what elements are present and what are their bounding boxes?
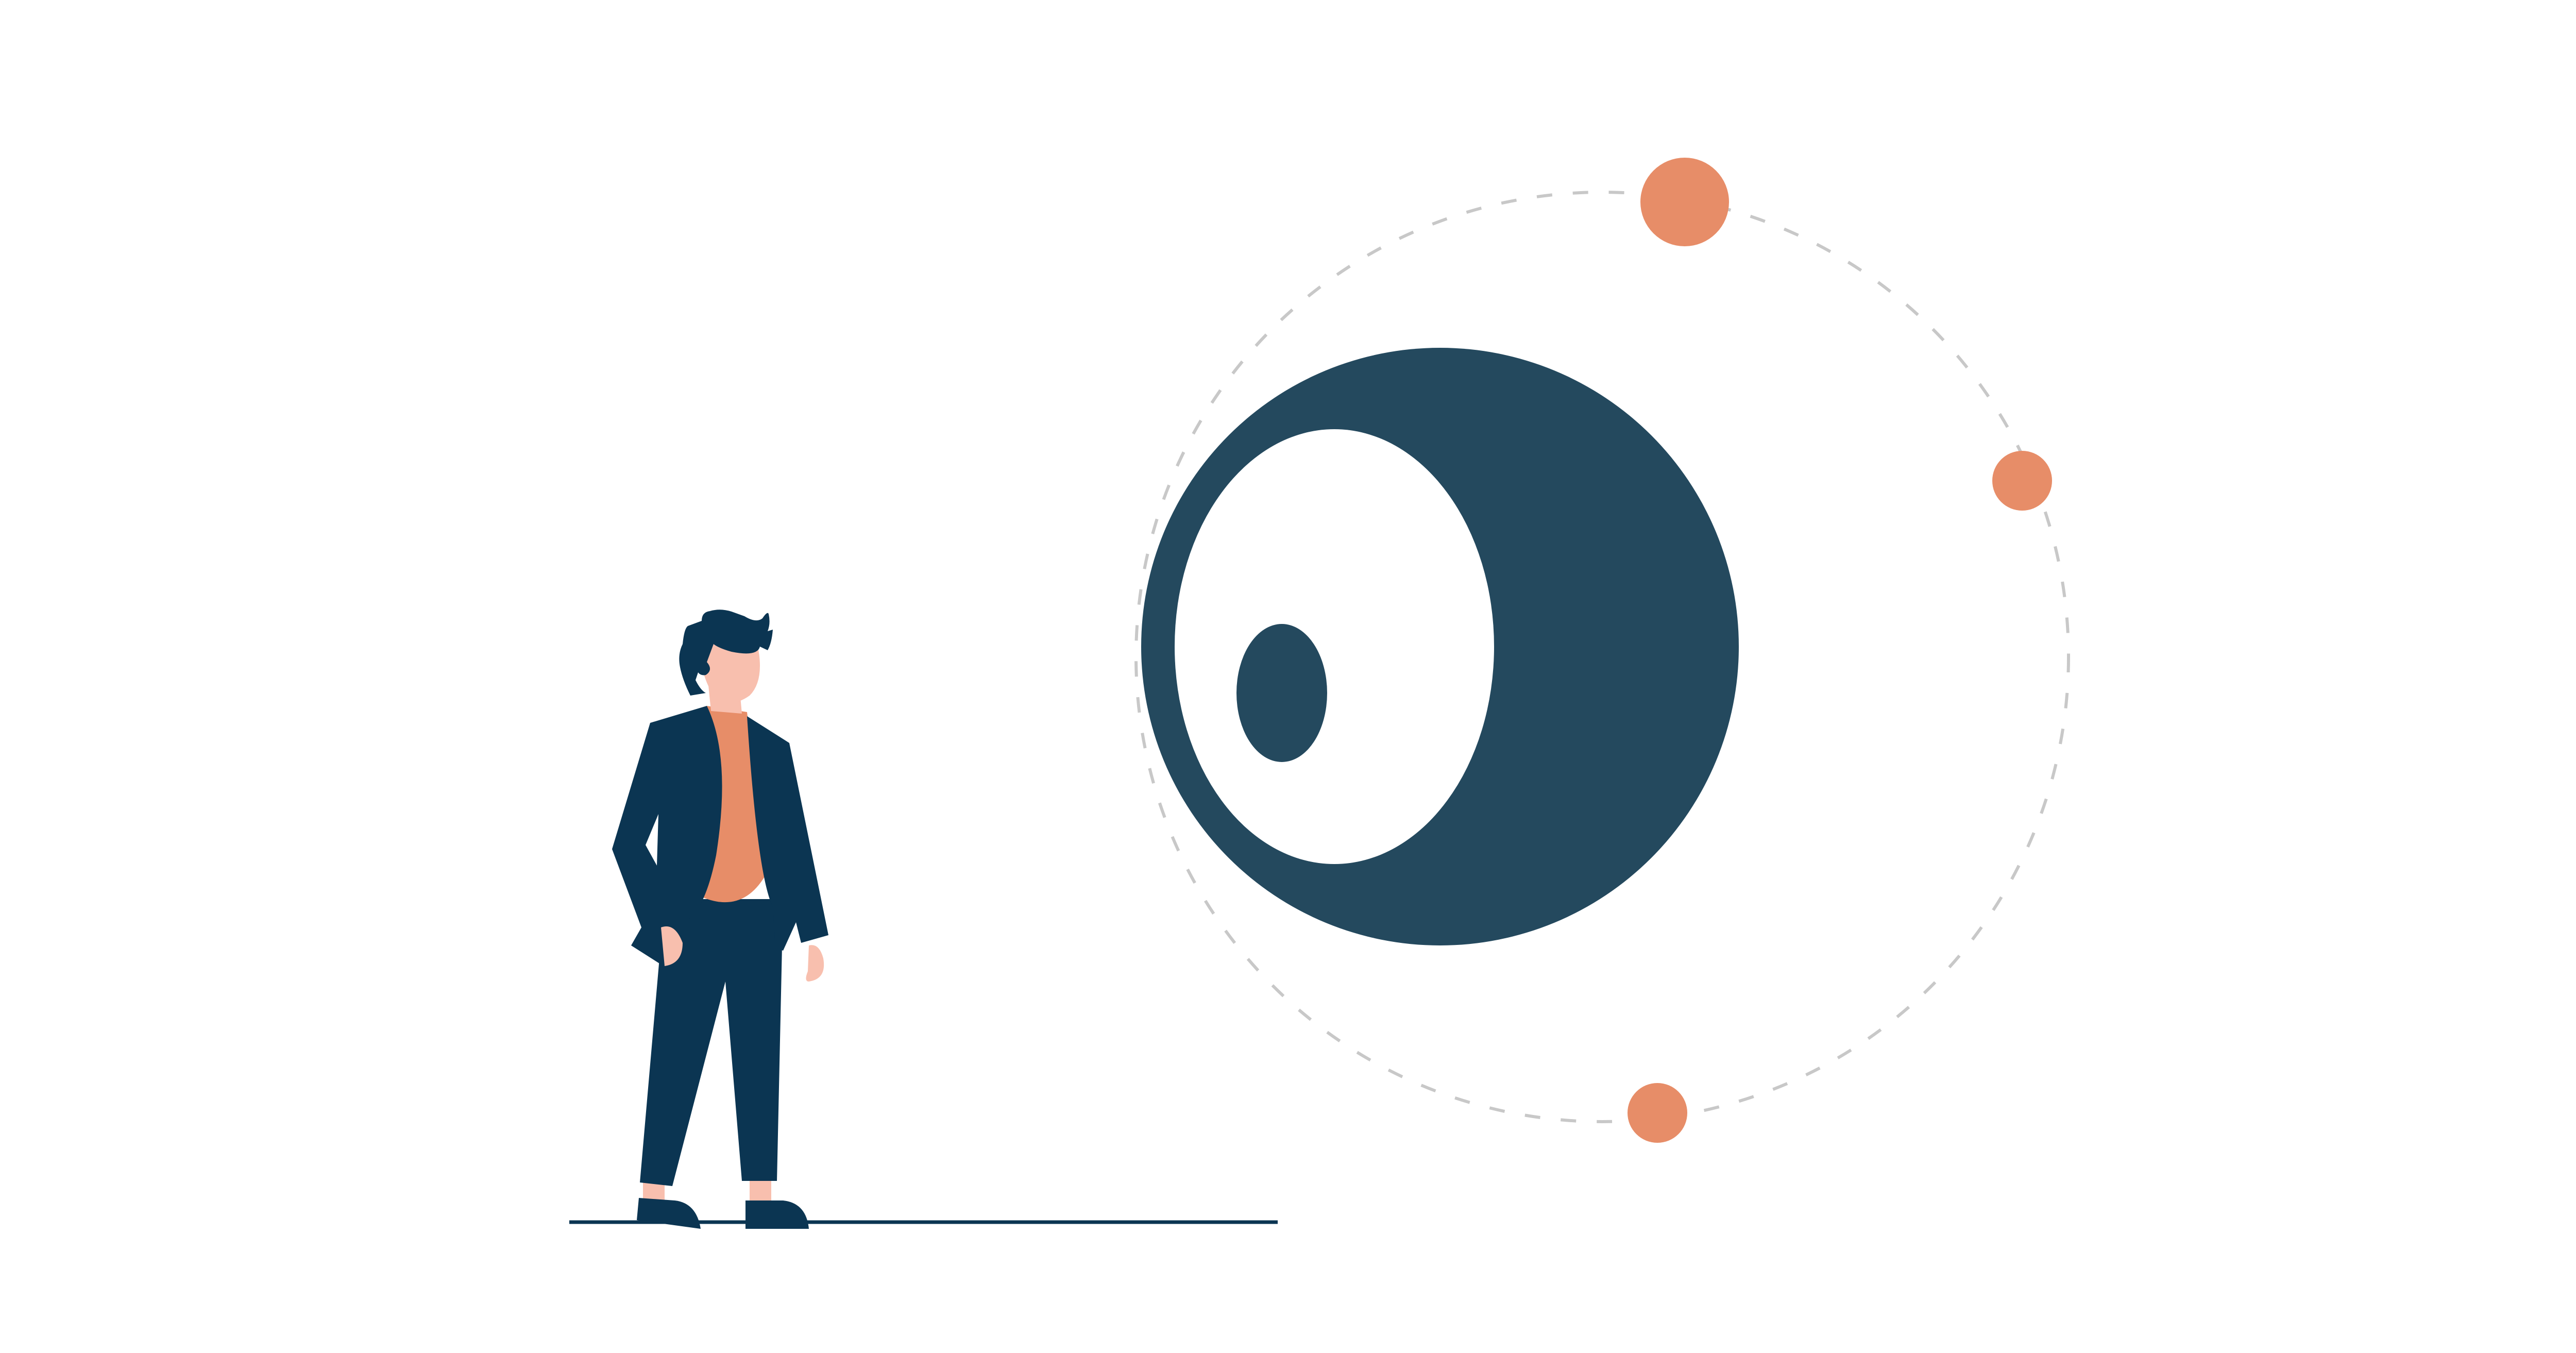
pants [640, 899, 783, 1186]
jacket-right [747, 716, 828, 951]
orbit-dot-top [1640, 158, 1729, 246]
orbit-dot-bottom [1628, 1083, 1687, 1143]
right-shoe [745, 1200, 809, 1229]
pupil [1236, 624, 1327, 762]
eye-icon [1141, 348, 1739, 945]
right-hand [806, 945, 824, 982]
arm-gap [646, 814, 658, 866]
left-hand [661, 926, 683, 966]
hair [679, 610, 773, 696]
person-figure [612, 610, 828, 1229]
orbit-dot-right [1992, 451, 2052, 511]
orbit-path [1134, 191, 2070, 1123]
jacket-left [612, 706, 722, 963]
left-shoe [637, 1198, 701, 1229]
eye-white [1175, 429, 1494, 864]
